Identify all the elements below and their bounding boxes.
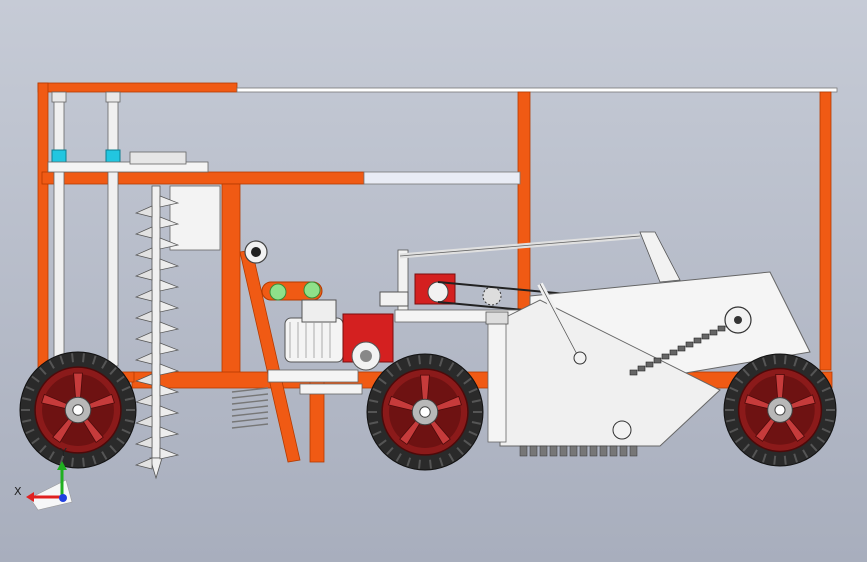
wheel (19, 351, 137, 469)
triad-y-arrowhead (57, 461, 67, 470)
wheel (366, 353, 484, 471)
triad-x-label: X (14, 485, 22, 498)
motor-mount-plate (129, 151, 187, 165)
triad-x-arrowhead (26, 492, 34, 502)
green-roller-right (303, 281, 321, 299)
triad-z-axis (59, 494, 67, 502)
upper-plate (47, 161, 209, 173)
right-post (819, 91, 832, 371)
mid-rail-light (363, 171, 521, 185)
mid-rail (41, 171, 365, 185)
drive-linkage (244, 240, 363, 395)
triad-y-label: Y (59, 446, 67, 459)
auger-screw (134, 185, 180, 480)
axis-triad: X Y (14, 446, 73, 511)
guide-columns (51, 91, 121, 367)
left-post (37, 82, 49, 379)
bottom-rail (131, 371, 833, 389)
wheel (723, 353, 837, 467)
conveyor-digger (485, 231, 811, 457)
top-rail-thin (236, 87, 838, 93)
gear-motor (284, 299, 394, 371)
inner-post (221, 183, 241, 381)
green-roller-left (269, 283, 287, 301)
auger-housing (169, 185, 221, 251)
top-rail-left (37, 82, 238, 93)
soil-rake (231, 387, 269, 429)
